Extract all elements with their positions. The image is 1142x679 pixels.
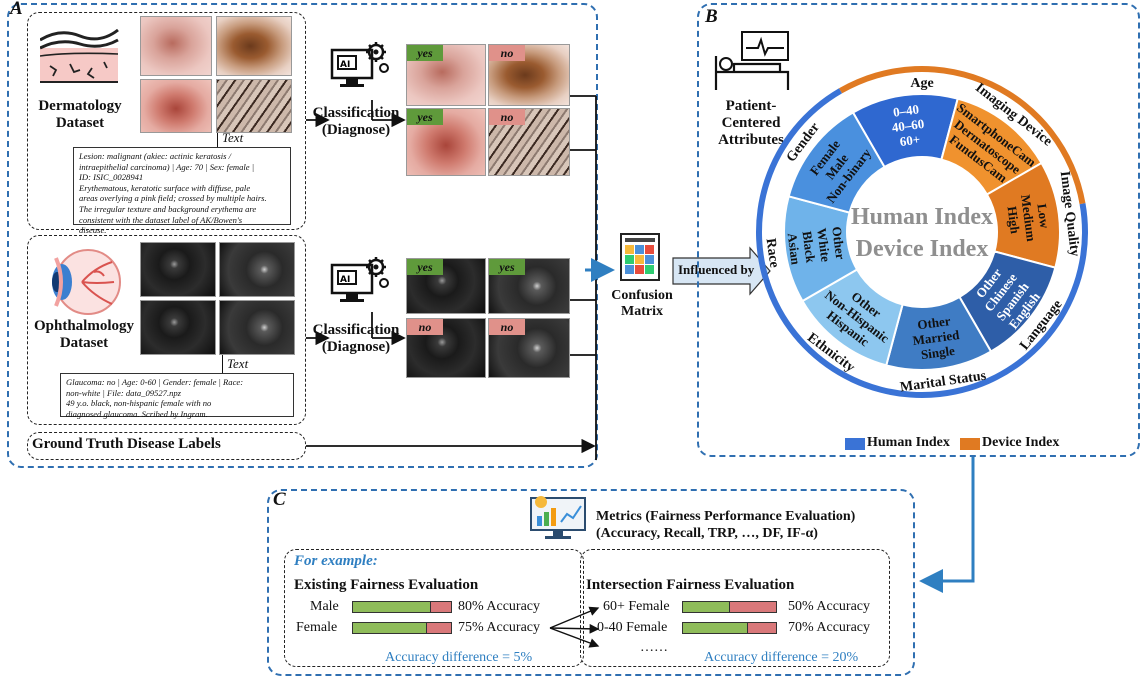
- panel-a-label: A: [10, 0, 23, 19]
- tag-no: no: [489, 45, 525, 61]
- legend-human-swatch: [845, 438, 865, 450]
- ai-computer-icon: AI: [330, 40, 390, 97]
- wheel-center: [849, 159, 995, 305]
- split-arrows: [549, 606, 600, 648]
- device-outer-arc: [839, 66, 1086, 205]
- legend-device-swatch: [960, 438, 980, 450]
- tag-no: no: [489, 109, 525, 125]
- existing-row-label: Female: [296, 620, 338, 635]
- svg-text:AI: AI: [340, 60, 350, 70]
- inter-bar-040-female: [682, 622, 777, 634]
- fundus-image-3: [140, 300, 216, 355]
- inter-row-accuracy: 70% Accuracy: [788, 620, 871, 635]
- eye-icon: [42, 246, 124, 323]
- inter-row-label: 0-40 Female: [597, 620, 668, 635]
- inter-row-label: 60+ Female: [603, 599, 670, 614]
- inter-bar-60-female: [682, 601, 777, 613]
- segment-text-age: 0–4040–6060+: [889, 101, 927, 150]
- tag-no: no: [407, 319, 443, 335]
- panel-b-label: B: [705, 6, 718, 27]
- panel-a: [7, 3, 598, 468]
- inter-row-accuracy: 50% Accuracy: [788, 599, 871, 614]
- tag-yes: yes: [407, 109, 443, 125]
- fundus-image-1: [140, 242, 216, 297]
- tag-yes: yes: [407, 45, 443, 61]
- legend-device-label: Device Index: [982, 435, 1060, 450]
- for-example-label: For example:: [294, 553, 378, 569]
- svg-text:AI: AI: [340, 275, 350, 285]
- fundus-image-2: [219, 242, 295, 297]
- metrics-title: Metrics (Fairness Performance Evaluation…: [596, 509, 856, 541]
- outer-label: Age: [910, 76, 933, 91]
- oph-box: [27, 235, 306, 425]
- intersection-accuracy-difference: Accuracy difference = 20%: [704, 650, 859, 665]
- segment-text-marital: OtherMarriedSingle: [910, 312, 963, 363]
- center-device-index: Device Index: [856, 236, 989, 262]
- intersection-fairness-box: [580, 549, 890, 667]
- derm-image-2: [216, 16, 292, 76]
- panel-c: [267, 489, 915, 676]
- patient-bed-icon: [712, 30, 792, 97]
- inter-ellipsis: ……: [640, 640, 668, 655]
- tag-no: no: [489, 319, 525, 335]
- center-human-index: Human Index: [851, 204, 993, 230]
- skin-icon: [39, 20, 120, 95]
- existing-bar-male: [352, 601, 452, 613]
- derm-image-3: [140, 79, 212, 133]
- metrics-dashboard-icon: [527, 492, 589, 547]
- derm-image-4: [216, 79, 292, 133]
- existing-row-accuracy: 80% Accuracy: [458, 599, 541, 614]
- derm-image-1: [140, 16, 212, 76]
- tag-yes: yes: [407, 259, 443, 275]
- oph-classification-label: Classification(Diagnose): [312, 322, 400, 355]
- existing-title: Existing Fairness Evaluation: [294, 577, 479, 593]
- panel-b: [697, 3, 1140, 457]
- ground-truth-box: [27, 432, 306, 460]
- flow-arrows-a: [306, 95, 615, 460]
- panel-c-label: C: [273, 489, 286, 510]
- ground-truth-label: Ground Truth Disease Labels: [32, 436, 221, 452]
- derm-box: [27, 12, 306, 230]
- derm-text-label: Text: [222, 130, 244, 145]
- outer-label: Race: [762, 237, 781, 268]
- derm-description: Lesion: malignant (akiec: actinic kerato…: [73, 147, 291, 235]
- existing-row-label: Male: [310, 599, 339, 614]
- existing-accuracy-difference: Accuracy difference = 5%: [385, 650, 533, 665]
- legend-human-label: Human Index: [867, 435, 950, 450]
- b-to-c-arrow: [919, 457, 975, 593]
- attribute-wheel: 0–4040–6060+SmartphoneCamDermatoscopeFun…: [756, 66, 1088, 399]
- oph-description: Glaucoma: no | Age: 0-60 | Gender: femal…: [60, 373, 294, 419]
- derm-classification-label: Classification(Diagnose): [312, 105, 400, 138]
- existing-fairness-box: [284, 549, 584, 667]
- fundus-image-4: [219, 300, 295, 355]
- intersection-title: Intersection Fairness Evaluation: [586, 577, 795, 593]
- tag-yes: yes: [489, 259, 525, 275]
- existing-bar-female: [352, 622, 452, 634]
- oph-text-label: Text: [227, 356, 249, 371]
- existing-row-accuracy: 75% Accuracy: [458, 620, 541, 635]
- confusion-matrix-icon: [615, 232, 665, 289]
- segment-gender: [787, 111, 886, 214]
- segment-text-quality: LowMediumHigh: [1003, 192, 1054, 245]
- segment-text-race: OtherWhiteBlackAsian: [784, 225, 848, 267]
- ai-computer-icon: AI: [330, 255, 390, 312]
